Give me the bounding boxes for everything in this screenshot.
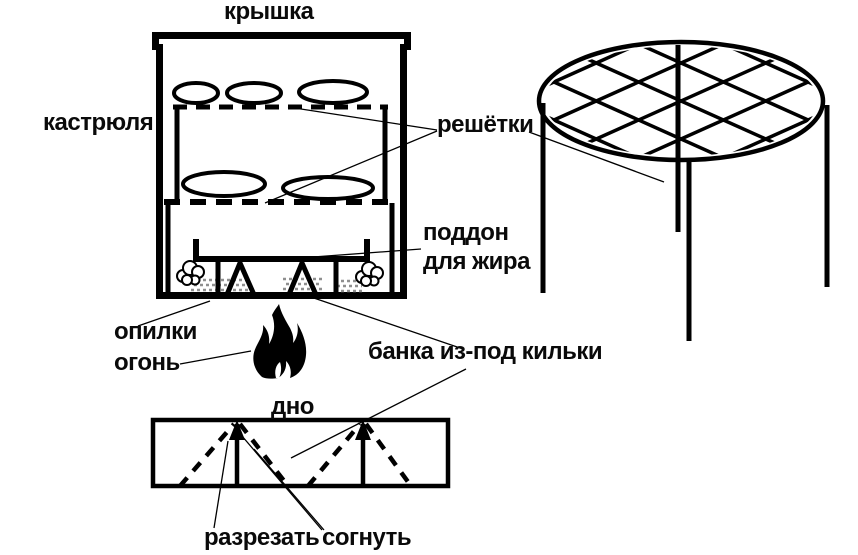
label-sprat-can: банка из-под кильки — [368, 338, 603, 365]
grease-tray — [193, 239, 370, 262]
fold-dashed-lines — [178, 422, 413, 488]
label-pot: кастрюля — [43, 109, 154, 136]
pointer-sawdust — [137, 300, 211, 327]
can-bent-triangle — [223, 256, 258, 299]
label-sawdust: опилки — [114, 318, 197, 345]
grate-rim — [536, 39, 826, 163]
pointer-fire — [179, 350, 252, 365]
smoke-cloud — [176, 260, 205, 286]
fire-flame-icon — [253, 304, 307, 379]
can-bottom-development — [150, 417, 451, 489]
can-bent-triangle — [285, 256, 320, 299]
cut-line-arrowhead — [229, 420, 245, 440]
pot-lid-cap-right — [404, 32, 411, 50]
pot-lid-bar — [152, 32, 411, 39]
pointer-grates-upper — [287, 106, 438, 131]
pointer-bend-1 — [241, 435, 323, 531]
pointer-bend-2 — [253, 448, 325, 531]
label-fire: огонь — [114, 349, 180, 376]
fish-ellipse — [297, 79, 369, 105]
pointer-grease-tray — [272, 248, 422, 261]
pot-bottom — [156, 292, 407, 299]
fish-ellipse — [172, 81, 220, 105]
label-grease-tray-2: для жира — [423, 248, 530, 275]
fish-ellipse — [225, 81, 283, 105]
label-grease-tray-1: поддон — [423, 219, 509, 246]
label-can-bottom: дно — [271, 393, 314, 420]
can-bottom-outline — [150, 417, 451, 489]
pot-lid-cap-left — [152, 32, 159, 50]
label-grates: решётки — [437, 111, 534, 138]
smoke-cloud — [355, 261, 384, 287]
cut-line-arrowhead — [355, 420, 371, 440]
grate-mesh — [544, 46, 818, 156]
pointer-grates-round — [528, 131, 665, 183]
pointer-can-bottom — [290, 368, 467, 459]
pot-wall-right — [400, 44, 407, 299]
label-lid: крышка — [224, 0, 314, 25]
label-bend: согнуть — [322, 524, 412, 551]
pointer-lines — [137, 106, 665, 531]
label-cut: разрезать — [204, 524, 320, 551]
fish-ellipse — [181, 170, 267, 198]
pointer-cut — [213, 440, 229, 529]
round-grate — [536, 39, 830, 341]
pot-wall-left — [156, 44, 163, 299]
pointer-sprat-can — [307, 295, 464, 350]
pointer-grates-lower — [264, 130, 438, 204]
fish-ellipse — [281, 175, 375, 201]
